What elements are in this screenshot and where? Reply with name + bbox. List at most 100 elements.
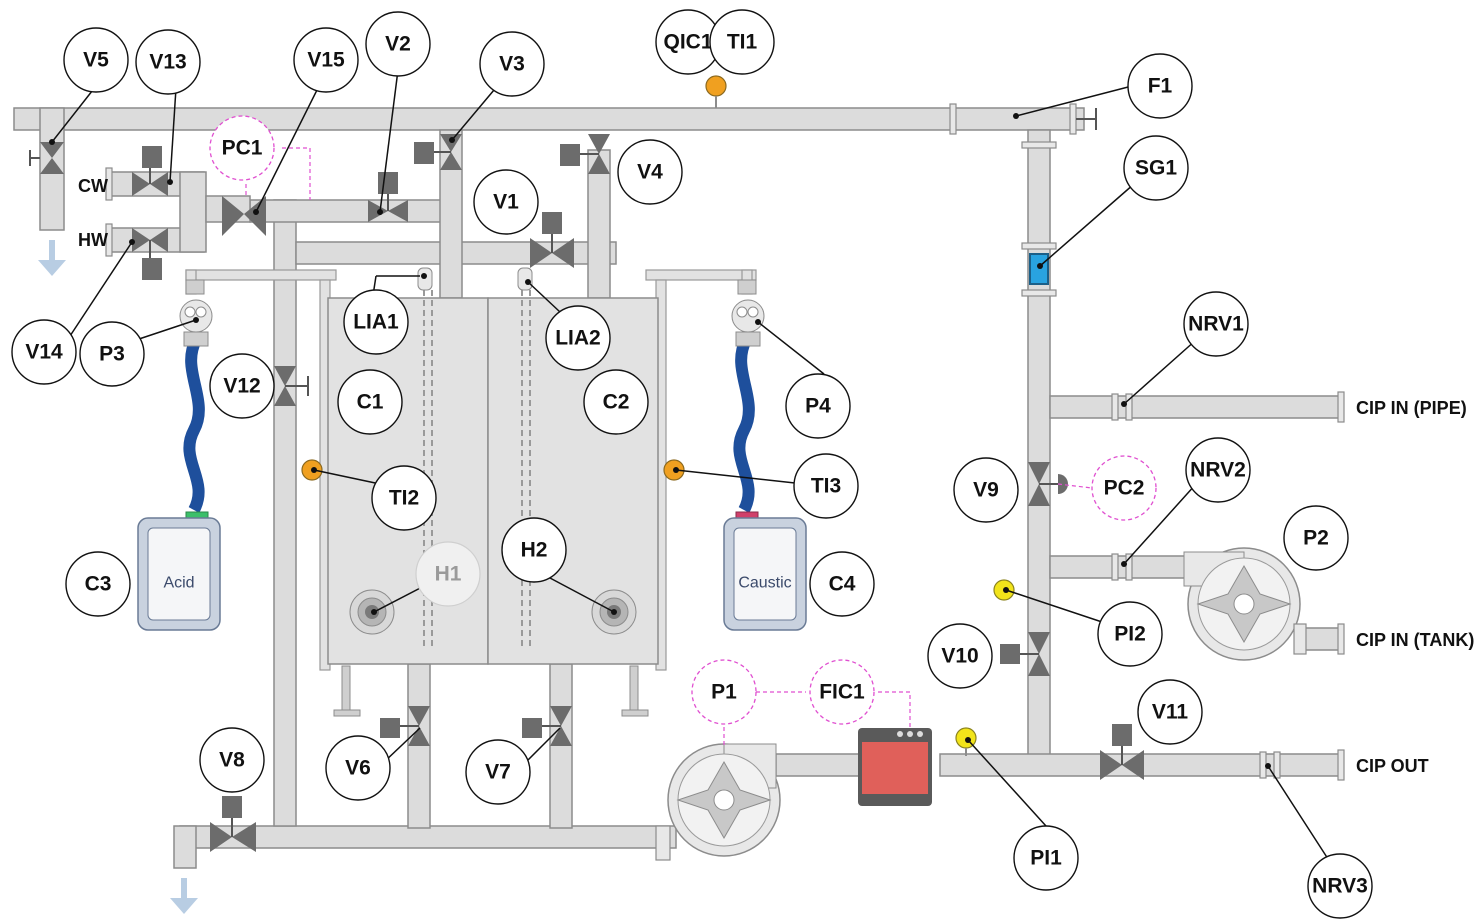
tag-p1: P1 xyxy=(691,659,757,725)
svg-text:FIC1: FIC1 xyxy=(819,681,865,704)
caustic-hose xyxy=(731,279,765,513)
tag-v9: V9 xyxy=(953,457,1019,523)
tag-v5: V5 xyxy=(63,27,129,93)
flange xyxy=(105,223,113,257)
tag-sg1: SG1 xyxy=(1123,135,1189,201)
v2-horizontal-pipe xyxy=(249,199,461,223)
tag-v6: V6 xyxy=(325,735,391,801)
drain-arrow-icon xyxy=(38,260,66,276)
caustic-dosing-line xyxy=(645,269,757,281)
svg-text:V6: V6 xyxy=(345,757,371,780)
svg-text:P3: P3 xyxy=(99,343,125,366)
tag-f1: F1 xyxy=(1127,53,1193,119)
sight-glass-sg1 xyxy=(1029,253,1049,285)
valve-v3-icon xyxy=(440,134,462,152)
flange xyxy=(949,103,957,135)
flange xyxy=(1069,103,1077,135)
temperature-gauge-icon xyxy=(705,75,727,97)
flow-meter-fic1 xyxy=(858,728,932,806)
level-probe-icon xyxy=(517,267,533,291)
svg-text:NRV3: NRV3 xyxy=(1312,875,1368,898)
nrv3-icon xyxy=(1259,751,1267,779)
svg-text:V8: V8 xyxy=(219,749,245,772)
tag-nrv2: NRV2 xyxy=(1185,437,1251,503)
tag-p2: P2 xyxy=(1283,505,1349,571)
v8-drain-pipe xyxy=(173,825,197,869)
instrument-tags: V5 V13 V15 V2 V3 QIC1 TI1 F1 PC1 V4 V1 S… xyxy=(11,9,1373,919)
tag-v7: V7 xyxy=(465,739,531,805)
tag-c4: C4 xyxy=(809,551,875,617)
valve-v6-icon xyxy=(408,706,430,726)
tag-v2: V2 xyxy=(365,11,431,77)
drain-arrow-icon xyxy=(170,898,198,914)
valve-v5-icon xyxy=(40,142,64,158)
svg-text:C1: C1 xyxy=(357,391,384,414)
svg-text:V11: V11 xyxy=(1152,701,1189,724)
svg-text:TI1: TI1 xyxy=(727,31,758,54)
cip-out-label: CIP OUT xyxy=(1356,756,1429,776)
svg-text:LIA2: LIA2 xyxy=(555,327,601,350)
svg-text:V14: V14 xyxy=(25,341,63,364)
tag-v3: V3 xyxy=(479,31,545,97)
valve-v7-icon xyxy=(550,706,572,726)
valve-v15-icon xyxy=(222,196,244,236)
svg-text:P2: P2 xyxy=(1303,527,1329,550)
v12-vertical-pipe xyxy=(273,199,297,827)
svg-text:V3: V3 xyxy=(499,53,525,76)
p2-branch-pipe xyxy=(1049,555,1191,579)
tag-v4: V4 xyxy=(617,139,683,205)
tag-nrv3: NRV3 xyxy=(1307,853,1373,919)
tag-ti3: TI3 xyxy=(793,453,859,519)
svg-text:TI2: TI2 xyxy=(389,487,419,510)
cip-in-pipe-line xyxy=(1049,395,1341,419)
caustic-bottle-label: Caustic xyxy=(738,575,791,592)
svg-text:V12: V12 xyxy=(223,375,260,398)
acid-bottle: Acid xyxy=(137,511,221,631)
cip-in-tank-label: CIP IN (TANK) xyxy=(1356,630,1474,650)
valve-v14-icon xyxy=(132,228,150,252)
svg-text:V13: V13 xyxy=(149,51,186,74)
flange xyxy=(1021,289,1057,297)
drain-arrow-icon xyxy=(49,240,55,260)
valve-v11-icon xyxy=(1100,750,1122,780)
tag-v13: V13 xyxy=(135,29,201,95)
svg-text:PC1: PC1 xyxy=(222,137,263,160)
svg-text:V1: V1 xyxy=(493,191,519,214)
svg-text:V5: V5 xyxy=(83,49,109,72)
level-probe-icon xyxy=(417,267,433,291)
svg-text:C3: C3 xyxy=(85,573,112,596)
svg-text:NRV1: NRV1 xyxy=(1188,313,1244,336)
tag-c3: C3 xyxy=(65,551,131,617)
svg-text:LIA1: LIA1 xyxy=(353,311,399,334)
svg-text:V7: V7 xyxy=(485,761,511,784)
tag-ti2: TI2 xyxy=(371,465,437,531)
svg-text:V10: V10 xyxy=(941,645,978,668)
valve-v13-icon xyxy=(132,172,150,196)
pump-p3-icon xyxy=(179,299,213,333)
tag-fic1: FIC1 xyxy=(809,659,875,725)
flange xyxy=(105,167,113,201)
p1-discharge-pipe xyxy=(775,753,861,777)
svg-text:V2: V2 xyxy=(385,33,411,56)
valve-v4-icon xyxy=(588,134,610,154)
svg-text:SG1: SG1 xyxy=(1135,157,1177,180)
hw-label: HW xyxy=(78,230,108,250)
tag-v8: V8 xyxy=(199,727,265,793)
valve-v1-icon xyxy=(530,238,552,268)
nrv1-icon xyxy=(1111,393,1119,421)
svg-text:PC2: PC2 xyxy=(1104,477,1145,500)
caustic-bottle: Caustic xyxy=(723,511,807,631)
tag-h1: H1 xyxy=(415,541,481,607)
acid-dosing-line xyxy=(185,269,337,281)
tag-v10: V10 xyxy=(927,623,993,689)
svg-text:QIC1: QIC1 xyxy=(663,31,712,54)
valve-v10-icon xyxy=(1028,632,1050,654)
cw-hw-manifold xyxy=(179,171,207,253)
pump-p4-icon xyxy=(731,299,765,333)
tag-v12: V12 xyxy=(209,353,275,419)
acid-bottle-label: Acid xyxy=(163,575,194,592)
line-labels: CW HW CIP IN (PIPE) CIP IN (TANK) CIP OU… xyxy=(78,176,1474,776)
tag-v1: V1 xyxy=(473,169,539,235)
valves xyxy=(29,134,1281,852)
tag-pc1: PC1 xyxy=(209,115,275,181)
